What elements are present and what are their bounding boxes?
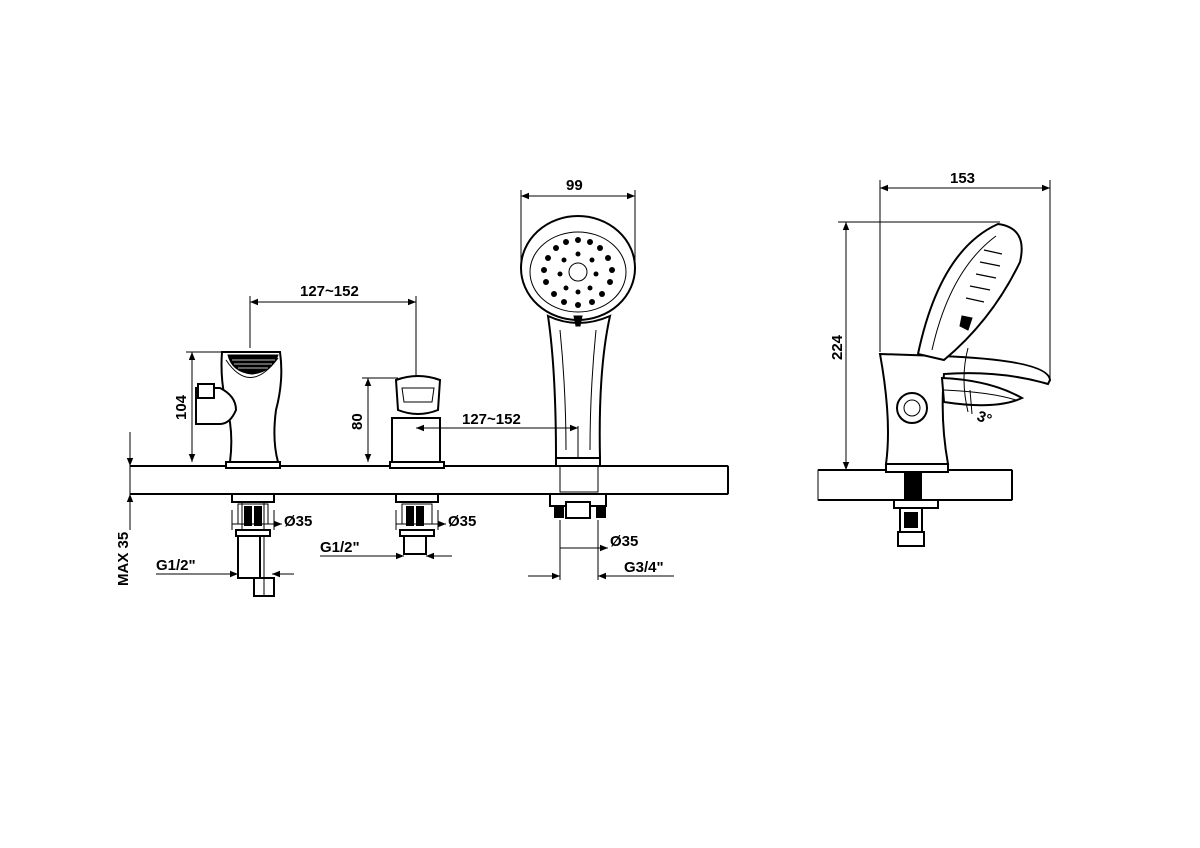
dim-spout-height: 104 [173,394,190,420]
dim-max-deck: MAX 35 [115,532,132,586]
dim-hole-diameter-3: Ø35 [610,533,638,550]
dim-handle-spacing: 127~152 [300,283,359,300]
dim-side-height: 224 [829,334,846,360]
hand-shower-fixture [520,215,636,519]
dimension-lines [126,180,1051,580]
dim-thread-1: G1/2" [156,557,196,574]
dim-hole-diameter-2: Ø35 [448,513,476,530]
dim-side-depth: 153 [950,170,975,187]
dim-hole-diameter-1: Ø35 [284,513,312,530]
deck-front [129,465,729,495]
dim-shower-head-width: 99 [566,177,583,194]
valve-fixture [389,375,445,555]
spout-fixture [195,351,283,597]
dim-angle: 3° [975,408,994,429]
dim-valve-height: 80 [349,413,366,430]
side-view [817,222,1052,547]
dim-shower-spacing: 127~152 [462,411,521,428]
dim-thread-3: G3/4" [624,559,664,576]
spray-nozzles [541,237,615,308]
dimension-labels: 127~152 127~152 99 153 224 104 80 MAX 35… [115,170,994,586]
dim-thread-2: G1/2" [320,539,360,556]
